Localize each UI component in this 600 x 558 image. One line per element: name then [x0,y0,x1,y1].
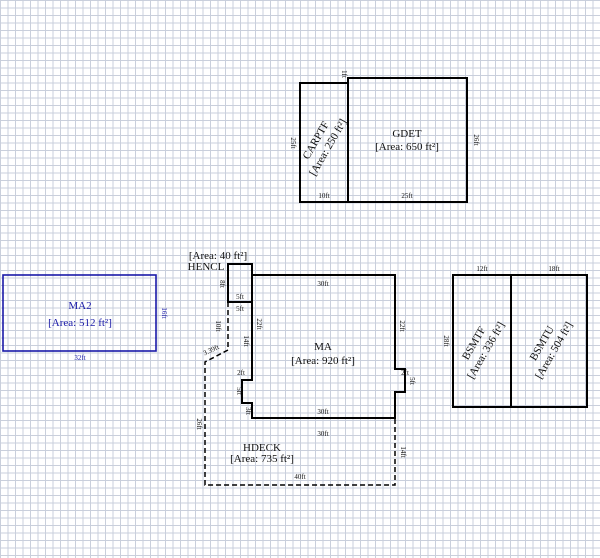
gdet-dim-right: 26ft [472,134,480,145]
carptf-outline[interactable] [299,82,348,203]
ma-name: MA [314,341,332,353]
gdet-name: GDET [392,128,422,140]
hencl-dim-left: 8ft [218,280,226,288]
bsmtu-dim-top: 18ft [548,265,559,273]
hencl-area: [Area: 40 ft²] [189,250,247,262]
carptf-dim-top: 1ft [340,70,348,78]
ma-dim-right-upper: 22ft [398,320,406,331]
ma-dim-top-left: 5ft [236,305,244,313]
carptf-dim-bottom: 10ft [318,192,329,200]
bsmtf-dim-top: 12ft [476,265,487,273]
ma-area: [Area: 920 ft²] [291,355,355,367]
ma2-dim-right: 16ft [160,307,168,318]
ma2-outline[interactable] [2,274,157,352]
hdeck-dim-top: 30ft [317,430,328,438]
ma-dim-bump-left-bottom: 3ft [244,407,252,415]
bsmtu-outline[interactable] [510,274,588,408]
gdet-dim-bottom: 25ft [401,192,412,200]
ma-dim-bump-left-top: 2ft [237,369,245,377]
ma-dim-bump-left-side: 5ft [235,387,243,395]
hdeck-dim-left: 26ft [195,418,203,429]
hdeck-name: HDECK [243,442,281,454]
ma2-dim-bottom: 32ft [74,354,85,362]
hencl-name: HENCL [188,261,225,273]
ma2-name: MA2 [68,300,91,312]
ma-dim-left-upper: 22ft [255,318,263,329]
hdeck-dim-left-upper: 10ft [214,320,222,331]
ma-dim-top: 30ft [317,280,328,288]
carptf-dim-left: 25ft [289,137,297,148]
ma2-area: [Area: 512 ft²] [48,317,112,329]
gdet-outline[interactable] [347,77,468,203]
hdeck-area: [Area: 735 ft²] [230,453,294,465]
ma-dim-bump-right-top: 2ft [401,369,409,377]
hencl-dim-bottom: 5ft [236,293,244,301]
gdet-area: [Area: 650 ft²] [375,141,439,153]
hdeck-dim-right: 14ft [399,446,407,457]
bsmtf-dim-left: 28ft [442,335,450,346]
ma-outline[interactable] [241,274,406,419]
hdeck-outline[interactable] [204,302,396,486]
hdeck-dim-bottom: 40ft [294,473,305,481]
ma-dim-left-mid: 14ft [242,335,250,346]
ma-dim-bottom: 30ft [317,408,328,416]
ma-dim-bump-right-side: 5ft [408,377,416,385]
